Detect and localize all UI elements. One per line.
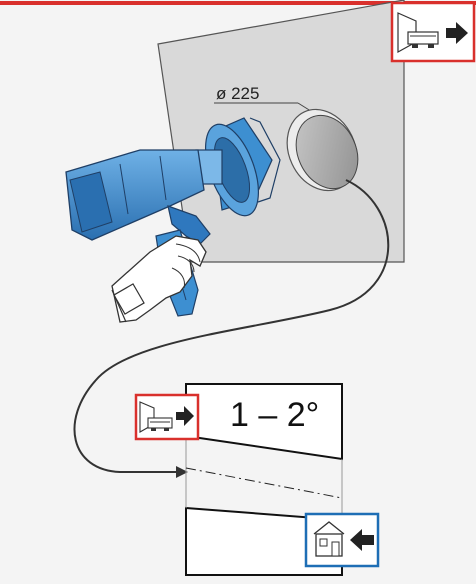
indoor-unit-arrow-icon bbox=[390, 1, 476, 63]
hand-icon bbox=[111, 235, 207, 323]
slope-centerline bbox=[185, 467, 343, 499]
slope-angle-label: 1 – 2° bbox=[230, 396, 319, 434]
arrow-right-icon bbox=[176, 406, 194, 426]
core-drill-icon bbox=[65, 117, 281, 317]
lower-wall-block bbox=[185, 506, 343, 576]
arrow-left-icon bbox=[350, 529, 374, 551]
indoor-unit-badge bbox=[134, 393, 200, 441]
hole-diameter-label: ø 225 bbox=[216, 84, 259, 103]
wall-cross-section: 1 – 2° bbox=[185, 383, 343, 576]
house-arrow-icon bbox=[304, 512, 380, 568]
wall-hole bbox=[286, 108, 359, 192]
cable-arrowhead-icon bbox=[176, 466, 188, 478]
cable-path bbox=[73, 179, 390, 473]
